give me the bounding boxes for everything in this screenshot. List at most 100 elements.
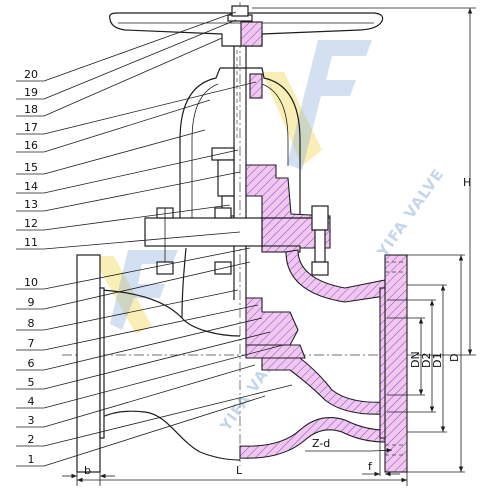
part-label: 7	[16, 304, 259, 351]
leader-line	[43, 304, 259, 351]
leader-line	[43, 11, 237, 82]
inlet-flange-raised-face	[99, 287, 105, 439]
bolt-nut-top	[214, 207, 232, 219]
dimension-label-z-d: Z-d	[312, 437, 330, 450]
dimension-label-D2: D2	[420, 353, 433, 368]
bonnet-bolt-right	[311, 205, 329, 276]
leader-line	[43, 395, 266, 467]
yoke-inner-left	[191, 83, 219, 218]
part-label: 17	[16, 81, 257, 135]
outlet-flange	[379, 254, 408, 473]
dimension-label-f: f	[368, 460, 373, 473]
part-number: 18	[24, 103, 38, 116]
part-number: 17	[24, 121, 38, 134]
part-label: 9	[16, 261, 251, 310]
yoke-outer-right	[220, 67, 301, 214]
part-number: 11	[24, 236, 38, 249]
body-lower-contour	[99, 410, 241, 461]
part-number: 8	[28, 317, 35, 330]
watermark-yellow-stroke-lower	[92, 256, 152, 334]
bolt-hole-callout: Z-d	[305, 437, 393, 453]
part-number: 7	[28, 337, 35, 350]
leader-line	[43, 231, 241, 250]
part-number: 6	[28, 357, 35, 370]
dimension-label-D1: D1	[431, 353, 444, 368]
disc-section	[245, 297, 299, 346]
watermark-blue-stroke	[287, 40, 372, 170]
part-label: 10	[16, 247, 251, 290]
part-number: 9	[28, 296, 35, 309]
part-label: 12	[16, 204, 231, 231]
bolt-nut-top	[311, 205, 329, 231]
inlet-flange-plate	[76, 254, 101, 473]
leader-line	[43, 37, 223, 117]
inlet-flange	[76, 254, 105, 473]
leader-line	[43, 261, 251, 310]
dimension-label-D: D	[448, 354, 461, 362]
dimension-label-b: b	[84, 464, 91, 477]
outlet-flange-section	[384, 254, 408, 473]
dimension-L: L	[76, 464, 408, 486]
dimension-b: b	[62, 464, 115, 486]
part-label: 19	[16, 19, 237, 100]
part-number: 3	[28, 414, 35, 427]
bonnet-bolt-left	[156, 207, 174, 275]
part-number: 14	[24, 180, 38, 193]
dimension-H: H	[252, 7, 476, 356]
part-number: 2	[28, 433, 35, 446]
gasket-section	[261, 245, 301, 253]
part-number: 5	[28, 376, 35, 389]
dimension-label-DN: DN	[409, 351, 422, 368]
yoke-outer-left	[179, 67, 221, 218]
bonnet-flange-left	[144, 217, 263, 247]
dimension-label-L: L	[236, 464, 243, 477]
outlet-upper-wall	[285, 249, 386, 303]
body-upper-contour	[99, 289, 241, 337]
body-neck-left	[181, 247, 187, 319]
part-label: 3	[16, 364, 256, 428]
watermark-text: YIFA VALVE	[373, 165, 448, 261]
bolt-nut-bottom	[311, 261, 329, 276]
leader-line	[43, 289, 239, 331]
handwheel-hub-section	[240, 21, 263, 47]
leader-line	[43, 149, 239, 194]
part-label: 20	[16, 11, 237, 82]
valve-body-exterior	[99, 247, 241, 461]
part-label: 2	[16, 384, 293, 447]
yoke-inner-right	[261, 83, 289, 166]
leader-line	[43, 204, 231, 231]
part-label: 15	[16, 129, 206, 175]
part-number: 10	[24, 276, 38, 289]
part-label: 8	[16, 289, 239, 331]
part-label: 14	[16, 149, 239, 194]
part-number: 15	[24, 161, 38, 174]
leader-line	[43, 344, 284, 409]
dimension-D2: D2	[387, 299, 436, 413]
part-label: 6	[16, 317, 263, 371]
leader-line	[43, 331, 271, 390]
gland-flange	[211, 147, 235, 161]
handwheel-nut	[231, 5, 249, 17]
part-number: 16	[24, 139, 38, 152]
leader-line	[43, 247, 251, 290]
leader-line	[43, 171, 241, 212]
handwheel	[109, 5, 384, 47]
leader-line	[43, 81, 257, 135]
part-label: 16	[16, 99, 211, 153]
leader-line	[43, 99, 211, 153]
callout-leader	[371, 448, 393, 453]
part-number: 13	[24, 198, 38, 211]
gland-sleeve	[217, 159, 235, 197]
part-label: 5	[16, 331, 271, 390]
part-number: 1	[28, 453, 35, 466]
part-label: 13	[16, 171, 241, 212]
dimension-D: D	[407, 254, 465, 473]
body-partition-wall	[261, 357, 386, 415]
leader-line	[43, 364, 256, 428]
valve-body-section	[239, 249, 386, 459]
bolt-nut-bottom	[156, 261, 174, 275]
part-number: 20	[24, 68, 38, 81]
leader-line	[43, 317, 263, 371]
dimension-f: f	[362, 438, 400, 477]
dimension-D1: D1	[407, 284, 447, 433]
